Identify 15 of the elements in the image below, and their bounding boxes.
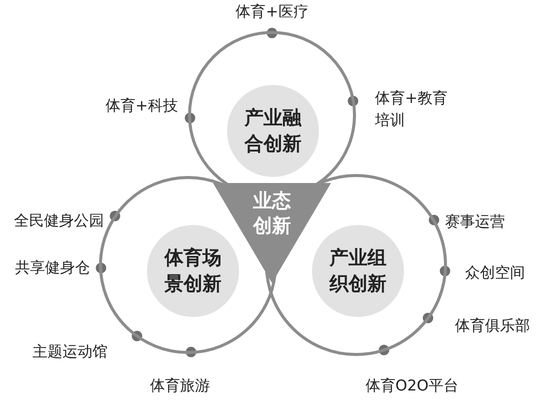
- topic-circle: 产业融合创新: [227, 85, 319, 177]
- center-label: 业态创新: [252, 189, 292, 239]
- item-label: 体育旅游: [150, 376, 210, 396]
- item-label: 主题运动馆: [32, 342, 108, 362]
- item-label: 众创空间: [464, 263, 525, 282]
- item-label: 共享健身仓: [15, 258, 90, 278]
- topic-circle: 产业组织创新: [312, 225, 404, 317]
- item-label: 体育+医疗: [236, 2, 308, 22]
- topic-circle: 体育场景创新: [147, 225, 239, 317]
- item-label: 体育O2O平台: [365, 376, 459, 396]
- item-label: 赛事运营: [444, 212, 505, 232]
- item-label: 体育+教育培训: [374, 88, 449, 131]
- item-label: 全民健身公园: [14, 211, 104, 230]
- item-label: 体育+科技: [105, 96, 178, 116]
- item-label: 体育俱乐部: [454, 316, 530, 336]
